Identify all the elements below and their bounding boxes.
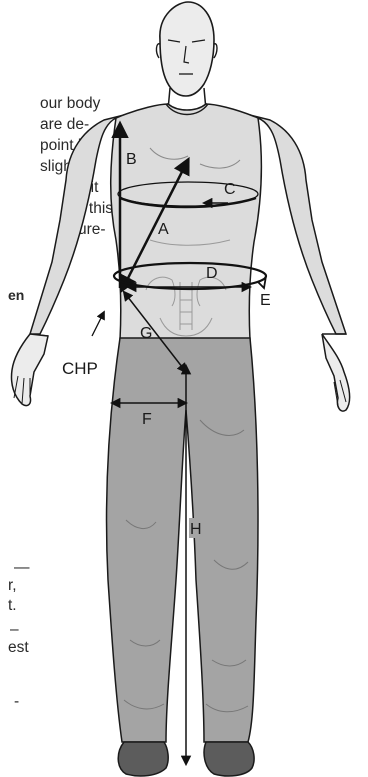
label-g: G — [140, 325, 152, 342]
label-chp: CHP — [62, 359, 98, 378]
head — [156, 2, 217, 110]
label-c: C — [224, 181, 236, 198]
label-d: D — [206, 265, 218, 282]
measure-e-arrow — [258, 276, 266, 288]
label-f: F — [142, 411, 152, 428]
chp-pointer-line — [92, 312, 104, 336]
pants — [107, 338, 259, 742]
shirt — [30, 104, 346, 340]
label-h: H — [190, 521, 202, 538]
label-a: A — [158, 221, 169, 238]
label-b: B — [126, 151, 137, 168]
label-e: E — [260, 292, 271, 309]
